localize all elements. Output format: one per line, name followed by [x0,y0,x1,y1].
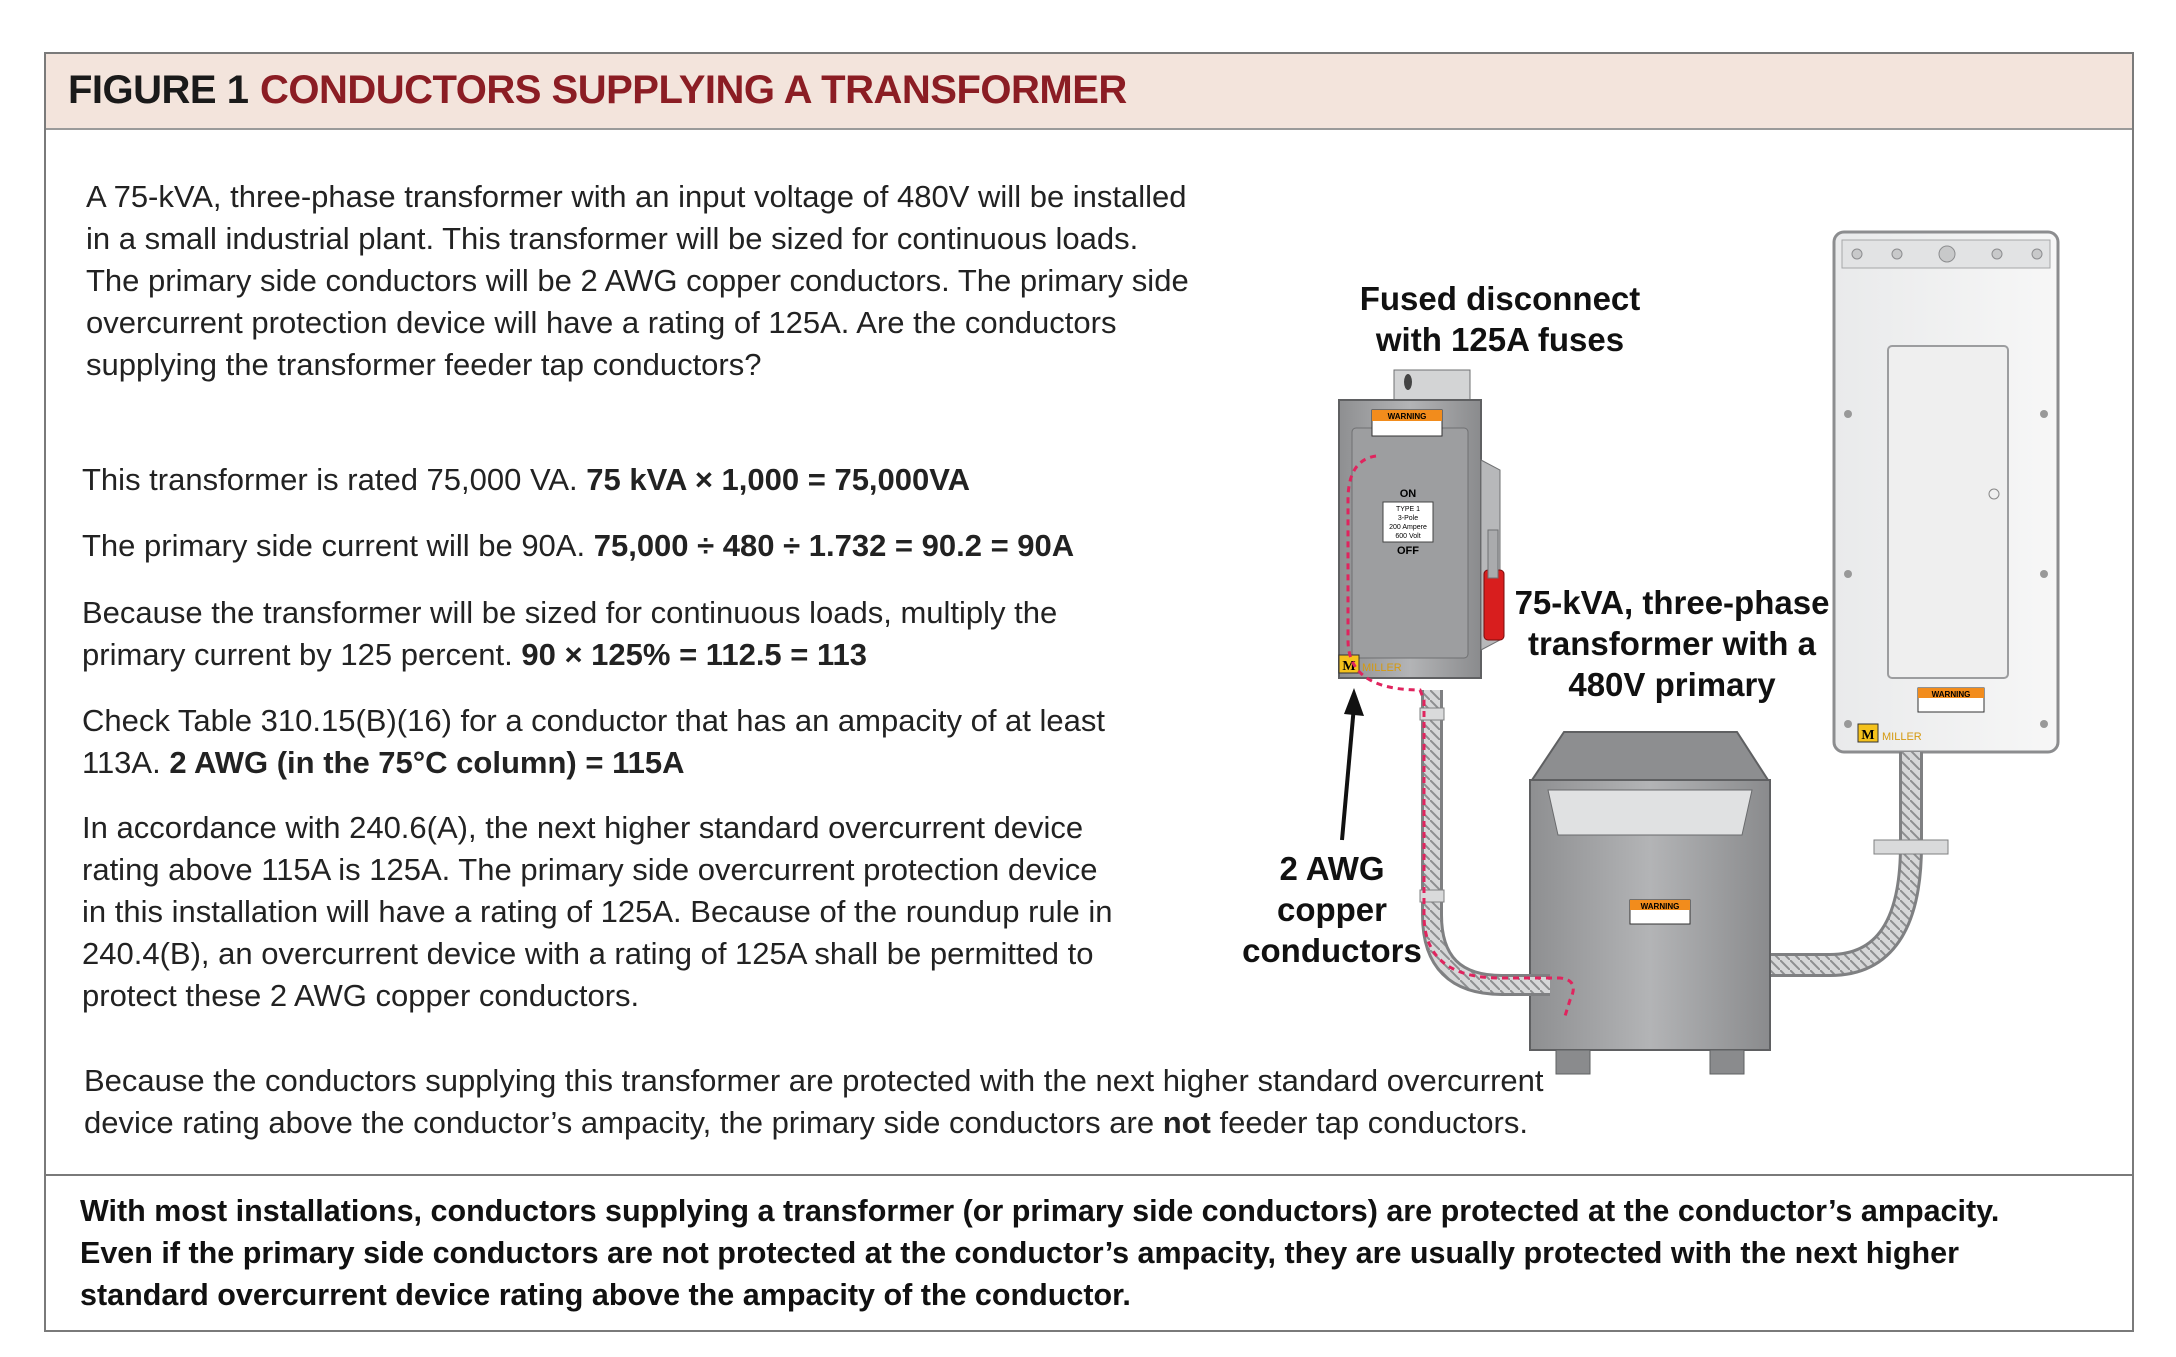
callout-conductors: 2 AWG copper conductors [1242,850,1422,969]
off-label: OFF [1397,545,1419,557]
intro-line: in a small industrial plant. This transf… [86,221,1139,256]
intro-line: supplying the transformer feeder tap con… [86,347,762,382]
title-bar: FIGURE 1 CONDUCTORS SUPPLYING A TRANSFOR… [46,54,2132,130]
figure-frame: FIGURE 1 CONDUCTORS SUPPLYING A TRANSFOR… [44,52,2134,1332]
svg-text:WARNING: WARNING [1388,412,1427,421]
panel-brand: MILLER [1882,731,1922,743]
step-current: The primary side current will be 90A. 75… [82,528,1075,563]
step-roundup: In accordance with 240.6(A), the next hi… [82,810,1113,1013]
svg-text:3-Pole: 3-Pole [1398,515,1418,522]
on-label: ON [1400,488,1417,500]
step-continuous: Because the transformer will be sized fo… [82,595,1058,672]
conductor-callout-arrow [1340,705,1356,841]
transformer-warning-label: WARNING [1629,899,1691,925]
panelboard: WARNING M MILLER [1832,230,2060,754]
summary-text: With most installations, conductors supp… [80,1194,2000,1312]
svg-text:TYPE 1: TYPE 1 [1396,506,1420,513]
conclusion-paragraph: Because the conductors supplying this tr… [84,1063,1544,1140]
panel-warning-label: WARNING [1917,687,1985,713]
intro-line: The primary side conductors will be 2 AW… [86,263,1189,298]
svg-text:200 Ampere: 200 Ampere [1389,524,1427,531]
intro-paragraph: A 75-kVA, three-phase transformer with a… [86,176,1189,386]
svg-text:600 Volt: 600 Volt [1395,533,1420,540]
step-rating: This transformer is rated 75,000 VA. 75 … [82,462,971,497]
calc-continuous: 90 × 125% = 112.5 = 113 [521,637,868,672]
calc-current: 75,000 ÷ 480 ÷ 1.732 = 90.2 = 90A [593,528,1075,563]
intro-line: overcurrent protection device will have … [86,305,1117,340]
arrowhead-icon [1344,688,1364,716]
svg-text:WARNING: WARNING [1932,690,1971,699]
fused-disconnect: WARNING ON TYPE 1 3-Pole 200 Ampere 600 … [1338,369,1505,679]
disconnect-warning-label: WARNING [1371,409,1443,437]
svg-text:WARNING: WARNING [1641,902,1680,911]
transformer: WARNING [1529,731,1771,1075]
primary-conductors [1346,454,1575,1017]
calc-ampacity: 2 AWG (in the 75°C column) = 115A [169,745,685,780]
figure-label: FIGURE 1 [68,68,249,112]
callout-transformer: 75-kVA, three-phase transformer with a 4… [1514,584,1830,703]
step-table: Check Table 310.15(B)(16) for a conducto… [82,703,1105,780]
callout-disconnect: Fused disconnect with 125A fuses [1359,280,1641,358]
panel-logo: M [1861,728,1874,743]
calc-rating: 75 kVA × 1,000 = 75,000VA [586,462,971,497]
disconnect-brand: MILLER [1362,662,1402,674]
figure-title: CONDUCTORS SUPPLYING A TRANSFORMER [260,68,1127,112]
intro-line: A 75-kVA, three-phase transformer with a… [86,179,1187,214]
summary-box: With most installations, conductors supp… [46,1174,2132,1332]
